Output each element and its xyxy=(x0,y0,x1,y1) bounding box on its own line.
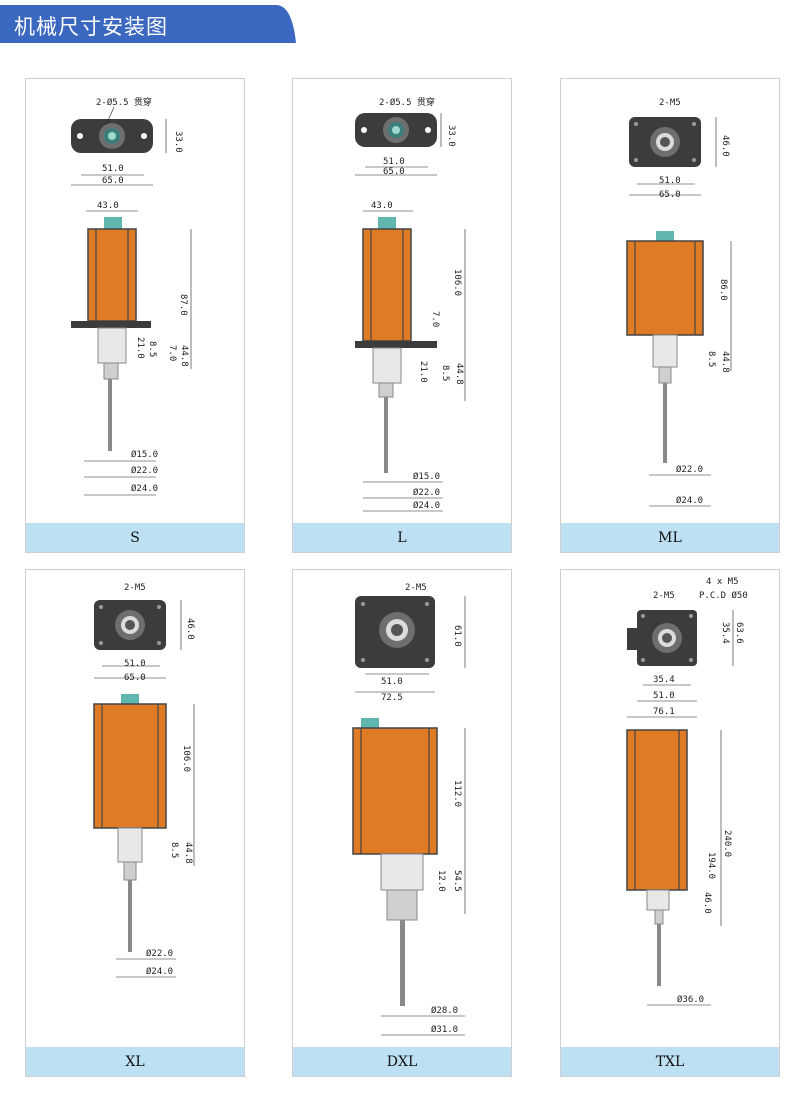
dim-w2: 65.0 xyxy=(124,673,146,683)
dim-h-body: 194.0 xyxy=(706,852,716,879)
dim-hole: 2-Ø5.5 贯穿 xyxy=(379,96,435,108)
dim-height-top: 46.0 xyxy=(185,618,195,640)
dim-7: 7.0 xyxy=(430,311,440,327)
model-label-l: L xyxy=(293,523,511,552)
dim-85: 8.5 xyxy=(706,351,716,367)
dim-hole: 2-M5 xyxy=(405,583,427,593)
dim-85: 8.5 xyxy=(147,341,157,357)
section-header: 机械尺寸安装图 xyxy=(0,5,296,43)
model-label-ml: ML xyxy=(561,523,779,552)
dim-dia1: Ø15.0 xyxy=(131,449,158,460)
model-card-l: 2-Ø5.5 贯穿 33.0 51.0 65.0 43.0 106.0 7.0 … xyxy=(292,78,512,553)
model-label-dxl: DXL xyxy=(293,1047,511,1076)
model-label-xl: XL xyxy=(26,1047,244,1076)
section-title: 机械尺寸安装图 xyxy=(14,15,168,39)
dim-21: 21.0 xyxy=(418,361,428,383)
dim-h-total: 240.0 xyxy=(722,830,732,857)
model-card-dxl: 2-M5 61.0 51.0 72.5 112.0 12.0 54.5 Ø28.… xyxy=(292,569,512,1077)
header-banner xyxy=(0,5,296,43)
dim-dia2: Ø22.0 xyxy=(413,487,440,498)
model-drawing-xl: 2-M5 46.0 51.0 65.0 106.0 8.5 44.8 Ø22.0… xyxy=(93,583,195,978)
dim-dia2: Ø22.0 xyxy=(131,465,158,476)
dim-pcd2: P.C.D Ø50 xyxy=(699,590,748,601)
dim-pcd1: 4 x M5 xyxy=(706,577,739,587)
model-card-ml: 2-M5 46.0 51.0 65.0 86.0 8.5 44.8 Ø22.0 … xyxy=(560,78,780,553)
dim-448: 44.8 xyxy=(454,363,464,385)
dim-448: 44.8 xyxy=(720,351,730,373)
dim-w2: 76.1 xyxy=(653,707,675,717)
dim-dia2: Ø22.0 xyxy=(676,464,703,475)
dim-h-small: 35.4 xyxy=(720,622,730,644)
dim-21: 21.0 xyxy=(135,337,145,359)
dim-w2: 65.0 xyxy=(659,190,681,200)
dim-dia2: Ø28.0 xyxy=(431,1005,458,1016)
dim-top-w: 43.0 xyxy=(371,201,393,211)
model-card-s: 2-Ø5.5 贯穿 33.0 51.0 65.0 43.0 87.0 21.0 … xyxy=(25,78,245,553)
dim-h-total: 106.0 xyxy=(181,745,191,772)
dim-448: 44.8 xyxy=(179,345,189,367)
motor-body xyxy=(87,228,137,322)
dim-height-top: 61.0 xyxy=(452,625,462,647)
dim-w1: 51.0 xyxy=(381,677,403,687)
dim-w1: 51.0 xyxy=(102,164,124,174)
dim-dia3: Ø36.0 xyxy=(677,994,704,1005)
dim-dia3: Ø24.0 xyxy=(413,500,440,511)
dim-height-top: 33.0 xyxy=(173,131,183,153)
dim-448: 44.8 xyxy=(183,842,193,864)
model-card-xl: 2-M5 46.0 51.0 65.0 106.0 8.5 44.8 Ø22.0… xyxy=(25,569,245,1077)
dim-hole: 2-M5 xyxy=(659,98,681,108)
dim-w1: 51.0 xyxy=(653,691,675,701)
dim-hole: 2-M5 xyxy=(653,591,675,601)
dim-dia3: Ø31.0 xyxy=(431,1024,458,1035)
dim-85: 8.5 xyxy=(440,365,450,381)
dim-h-total: 87.0 xyxy=(178,294,188,316)
dim-w0: 35.4 xyxy=(653,675,675,685)
model-drawing-txl: 4 x M5 P.C.D Ø50 2-M5 35.4 63.6 35.4 51.… xyxy=(626,577,748,1006)
dim-w2: 65.0 xyxy=(102,176,124,186)
dim-12: 12.0 xyxy=(436,870,446,892)
model-drawing-s: 2-Ø5.5 贯穿 33.0 51.0 65.0 43.0 87.0 21.0 … xyxy=(71,96,192,496)
dim-h-total: 106.0 xyxy=(452,269,462,296)
model-label-s: S xyxy=(26,523,244,552)
dim-w1: 51.0 xyxy=(659,176,681,186)
dim-46: 46.0 xyxy=(702,892,712,914)
model-label-txl: TXL xyxy=(561,1047,779,1076)
dim-h-total: 112.0 xyxy=(452,780,462,807)
dim-545: 54.5 xyxy=(452,870,462,892)
dim-hole: 2-M5 xyxy=(124,583,146,593)
dim-height-top: 63.6 xyxy=(734,622,744,644)
dim-height-top: 46.0 xyxy=(720,135,730,157)
dim-w2: 72.5 xyxy=(381,693,403,703)
dim-w1: 51.0 xyxy=(124,659,146,669)
dim-hole: 2-Ø5.5 贯穿 xyxy=(96,96,152,108)
model-drawing-dxl: 2-M5 61.0 51.0 72.5 112.0 12.0 54.5 Ø28.… xyxy=(352,583,466,1036)
dim-dia3: Ø24.0 xyxy=(146,966,173,977)
dim-dia1: Ø15.0 xyxy=(413,471,440,482)
dim-w1: 51.0 xyxy=(383,157,405,167)
model-card-txl: 4 x M5 P.C.D Ø50 2-M5 35.4 63.6 35.4 51.… xyxy=(560,569,780,1077)
dim-dia2: Ø22.0 xyxy=(146,948,173,959)
dim-dia3: Ø24.0 xyxy=(131,483,158,494)
dim-dia3: Ø24.0 xyxy=(676,495,703,506)
dim-height-top: 33.0 xyxy=(446,125,456,147)
dim-h-total: 86.0 xyxy=(718,279,728,301)
dim-top-w: 43.0 xyxy=(97,201,119,211)
dim-w2: 65.0 xyxy=(383,167,405,177)
dim-7: 7.0 xyxy=(167,345,177,361)
mount-flange xyxy=(71,321,151,328)
dim-85: 8.5 xyxy=(169,842,179,858)
model-drawing-l: 2-Ø5.5 贯穿 33.0 51.0 65.0 43.0 106.0 7.0 … xyxy=(355,96,466,512)
model-drawing-ml: 2-M5 46.0 51.0 65.0 86.0 8.5 44.8 Ø22.0 … xyxy=(626,98,732,507)
